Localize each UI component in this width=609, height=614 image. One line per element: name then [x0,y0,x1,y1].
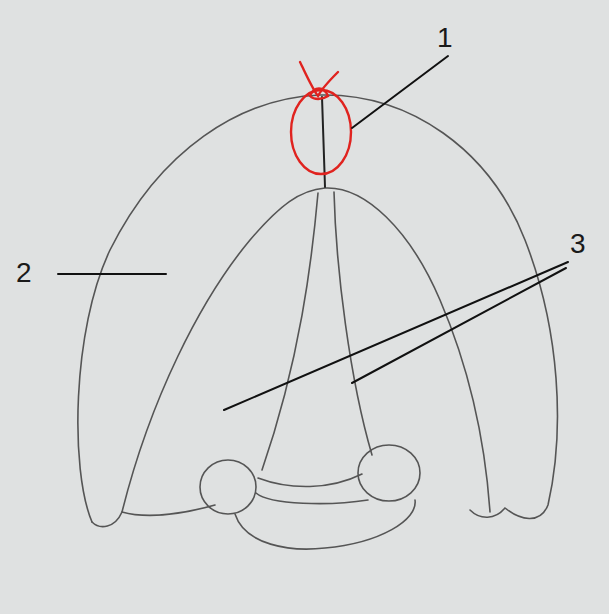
callout-number: 2 [16,259,32,287]
callout-number: 1 [437,24,453,52]
callout-number: 3 [570,230,586,258]
